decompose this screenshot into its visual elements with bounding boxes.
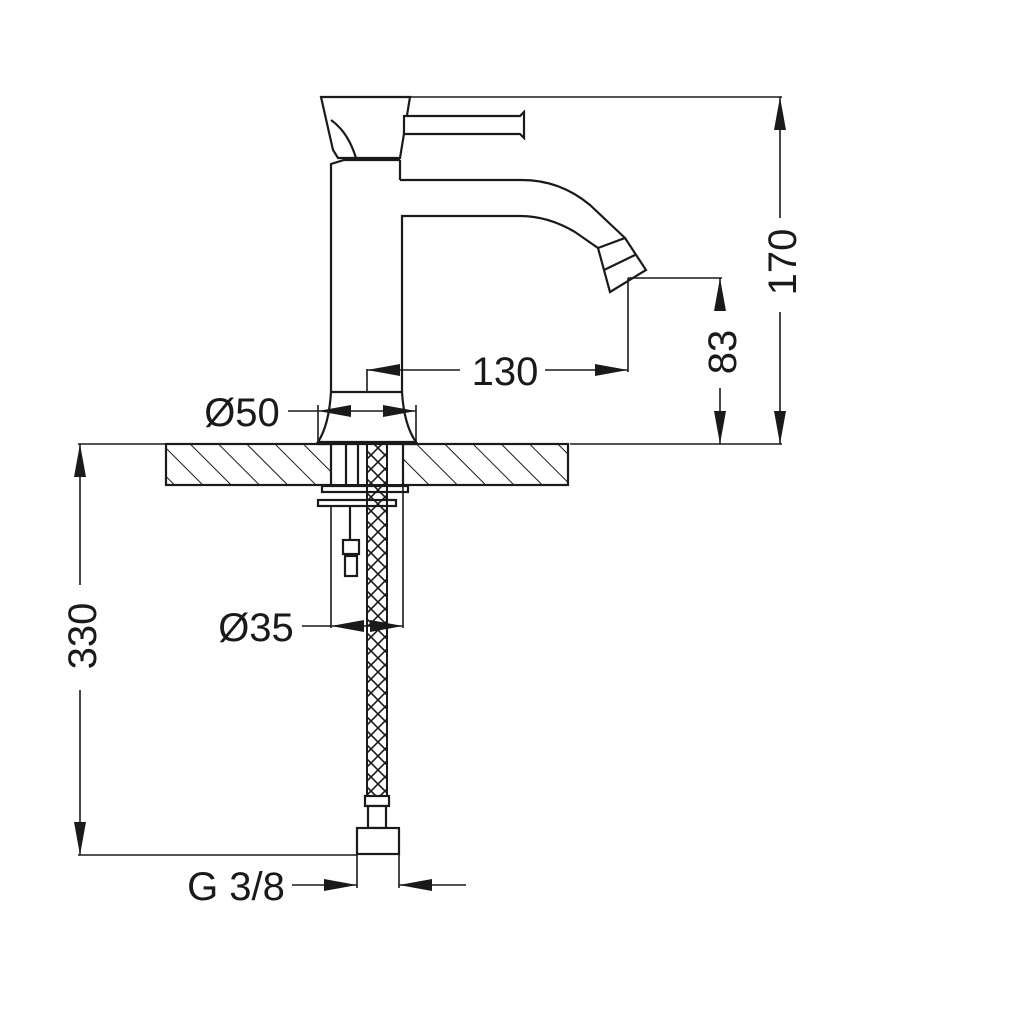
dimension-label-g38: G 3/8: [187, 865, 285, 909]
faucet-body: [315, 158, 648, 446]
dimension-label-83: 83: [701, 330, 745, 375]
dimension-total-height: 170: [410, 96, 805, 445]
dimension-hose-length: 330: [61, 443, 357, 856]
dimension-base-diameter: Ø50: [204, 391, 417, 444]
flexible-hose: [355, 443, 401, 856]
lever-handle: [319, 95, 526, 160]
dimension-label-d50: Ø50: [204, 391, 280, 435]
dimension-label-d35: Ø35: [218, 606, 294, 650]
dimension-label-170: 170: [761, 229, 805, 296]
dimension-label-130: 130: [472, 350, 539, 394]
mounting-shank: [316, 444, 410, 578]
dimension-spout-height: 83: [628, 277, 745, 444]
dimension-label-330: 330: [61, 603, 105, 670]
dimension-connection: G 3/8: [187, 855, 466, 909]
dimension-spout-reach: 130: [366, 278, 629, 394]
dimension-shank-diameter: Ø35: [218, 485, 404, 650]
